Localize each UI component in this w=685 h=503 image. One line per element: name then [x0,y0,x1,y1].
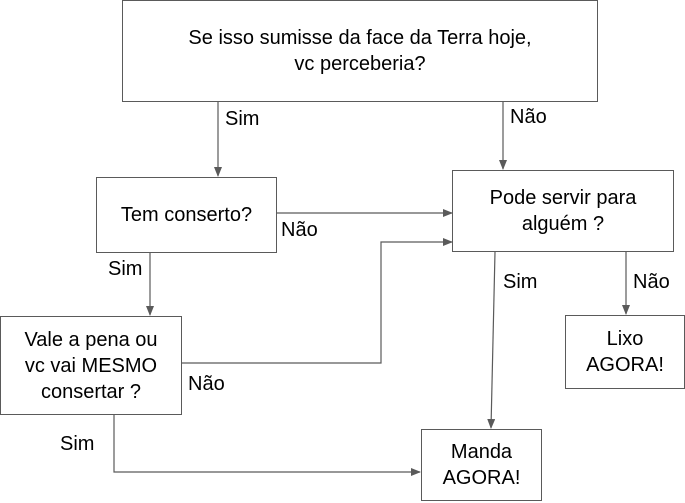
node-question-useful-text: Pode servir para alguém ? [489,187,637,235]
edge-label-fixable-no: Não [281,219,318,241]
node-question-disappear-text: Se isso sumisse da face da Terra hoje, v… [188,27,532,75]
node-result-send-text: Manda AGORA! [442,441,521,489]
node-question-fixable-text: Tem conserto? [120,204,253,226]
edge-label-worth-no: Não [188,373,225,395]
edge-label-worth-yes: Sim [60,433,95,455]
edge-label-disappear-yes: Sim [225,108,260,130]
arrow-worth-to-send [113,413,421,476]
node-question-fixable: Tem conserto? [96,177,277,253]
arrow-worth-to-useful [181,238,453,364]
node-result-send: Manda AGORA! [421,429,542,501]
edge-label-disappear-no: Não [510,106,547,128]
edge-label-useful-no: Não [633,271,670,293]
arrow-useful-to-send [487,251,496,429]
edge-label-fixable-yes: Sim [108,258,143,280]
node-question-useful: Pode servir para alguém ? [452,170,674,252]
node-result-trash-text: Lixo AGORA! [586,328,664,376]
node-result-trash: Lixo AGORA! [565,315,685,389]
node-question-worth-fixing: Vale a pena ou vc vai MESMO consertar ? [0,316,182,415]
node-question-disappear: Se isso sumisse da face da Terra hoje, v… [122,0,598,102]
node-question-worth-fixing-text: Vale a pena ou vc vai MESMO consertar ? [24,328,158,403]
edge-label-useful-yes: Sim [503,271,538,293]
